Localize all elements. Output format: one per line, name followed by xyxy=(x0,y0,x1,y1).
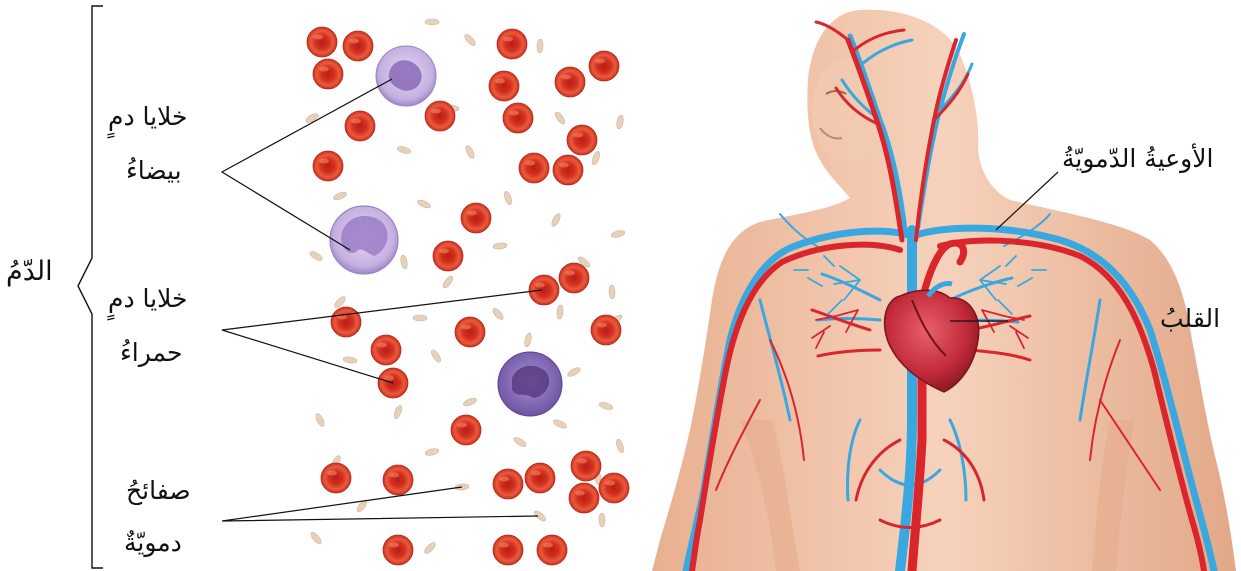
platelet xyxy=(524,333,533,348)
platelet xyxy=(416,198,431,209)
leader-platelets xyxy=(222,487,538,521)
platelet xyxy=(550,212,562,227)
red-blood-cell xyxy=(313,59,343,89)
platelet xyxy=(314,412,326,427)
red-blood-cell xyxy=(455,317,485,347)
platelet xyxy=(308,250,323,263)
label-white-cells-line1: خلايا دمٍ xyxy=(108,104,188,129)
label-blood: الدّمُ xyxy=(6,258,53,285)
platelet xyxy=(332,191,347,202)
label-platelets-line1: صفائحُ xyxy=(126,478,191,503)
platelet xyxy=(462,397,477,408)
label-vessels: الأوعيةُ الدّمويّةُ xyxy=(1062,146,1213,171)
label-heart: القلبُ xyxy=(1160,306,1220,331)
red-blood-cell xyxy=(599,473,629,503)
red-blood-cell xyxy=(525,463,555,493)
platelet xyxy=(423,541,437,555)
red-blood-cell xyxy=(461,203,491,233)
red-blood-cell xyxy=(537,535,567,565)
red-blood-cell xyxy=(589,51,619,81)
platelet xyxy=(400,255,409,270)
red-blood-cell xyxy=(383,535,413,565)
red-blood-cell xyxy=(383,465,413,495)
platelet xyxy=(396,145,411,155)
platelet xyxy=(552,418,567,429)
red-blood-cell xyxy=(433,241,463,271)
red-blood-cell xyxy=(559,263,589,293)
red-blood-cell xyxy=(321,463,351,493)
label-platelets-line2: دمويّةٌ xyxy=(124,530,182,555)
platelet xyxy=(309,531,323,546)
platelet xyxy=(598,401,613,411)
red-blood-cell xyxy=(571,451,601,481)
platelet xyxy=(503,190,513,205)
red-blood-cell xyxy=(567,125,597,155)
red-blood-cell xyxy=(569,483,599,513)
platelet xyxy=(464,144,476,159)
red-blood-cell xyxy=(489,71,519,101)
red-blood-cell xyxy=(493,535,523,565)
red-blood-cell xyxy=(451,415,481,445)
label-white-cells-line2: بيضاءُ xyxy=(126,158,182,183)
platelet xyxy=(493,242,508,250)
white-blood-cell xyxy=(330,206,398,274)
platelet xyxy=(615,438,625,453)
platelet xyxy=(393,404,404,419)
platelet xyxy=(441,275,454,290)
platelet xyxy=(591,150,601,165)
white-blood-cell xyxy=(498,352,562,416)
platelet xyxy=(463,33,477,47)
red-blood-cell xyxy=(313,151,343,181)
platelet xyxy=(616,115,625,130)
platelet xyxy=(343,356,358,364)
platelet xyxy=(566,366,581,378)
red-blood-cell xyxy=(331,307,361,337)
platelet xyxy=(599,513,605,527)
red-blood-cell xyxy=(343,31,373,61)
red-blood-cell xyxy=(345,111,375,141)
brace xyxy=(78,6,103,568)
platelet xyxy=(609,285,616,299)
red-blood-cell xyxy=(371,335,401,365)
red-blood-cell xyxy=(591,315,621,345)
platelet xyxy=(556,305,563,319)
platelet xyxy=(413,315,427,321)
platelet xyxy=(491,307,505,321)
label-red-cells-line1: خلايا دمٍ xyxy=(108,286,188,311)
red-blood-cell xyxy=(519,153,549,183)
red-blood-cell xyxy=(425,101,455,131)
white-blood-cell xyxy=(376,46,436,106)
red-blood-cell xyxy=(497,29,527,59)
platelet xyxy=(425,19,439,25)
platelet xyxy=(424,447,439,456)
label-red-cells-line2: حمراءُ xyxy=(120,340,182,365)
platelet xyxy=(430,349,443,364)
platelet xyxy=(537,39,544,53)
red-blood-cell xyxy=(553,155,583,185)
red-blood-cell xyxy=(529,275,559,305)
platelet xyxy=(554,111,567,126)
platelet xyxy=(512,436,527,449)
red-blood-cell xyxy=(555,67,585,97)
red-blood-cell xyxy=(307,27,337,57)
red-blood-cell xyxy=(493,469,523,499)
platelet xyxy=(610,229,625,238)
red-blood-cell xyxy=(503,103,533,133)
